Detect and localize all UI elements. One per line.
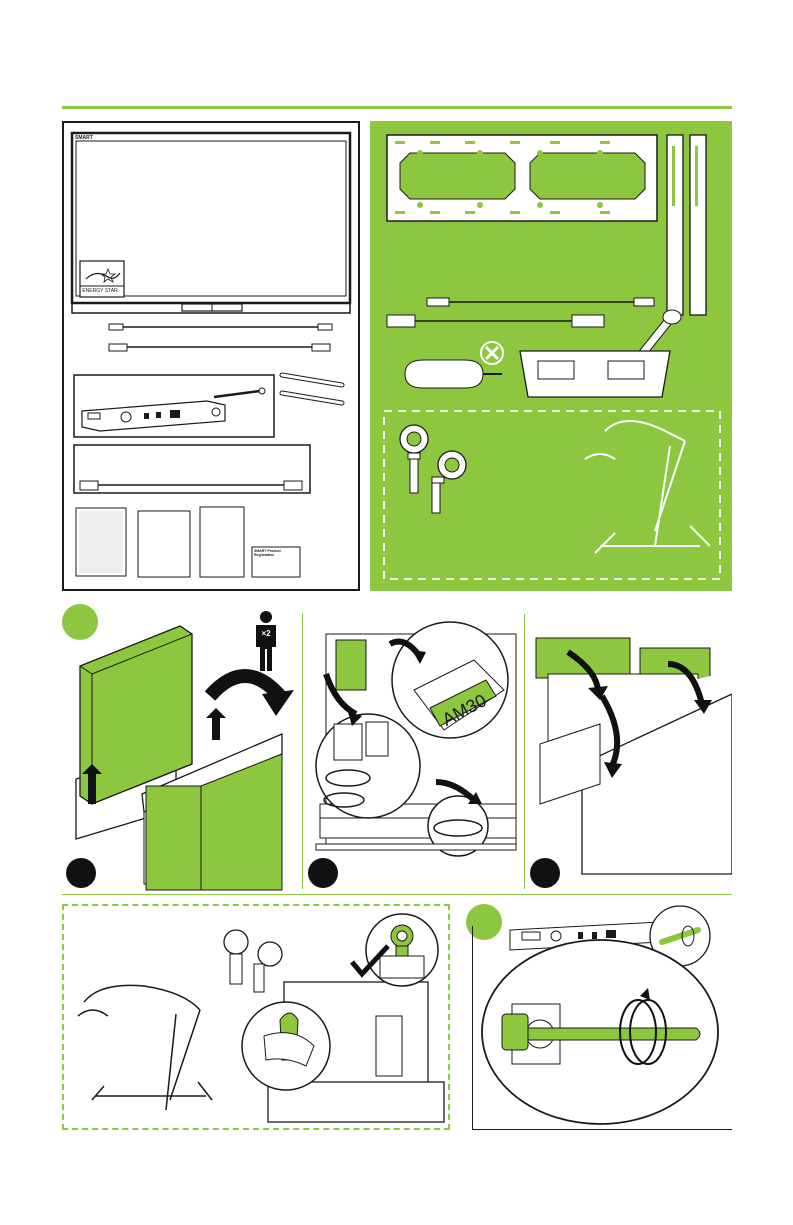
stylus-pens — [282, 375, 342, 403]
substep-badge-c — [530, 858, 560, 888]
eyebolt-pair-icon — [400, 425, 466, 513]
rotate-icon — [646, 1134, 647, 1135]
antenna — [214, 388, 265, 397]
eyebolt-install-illustration — [64, 906, 448, 1128]
check-icon — [350, 944, 390, 978]
remove-display-illustration — [528, 604, 732, 894]
person-count: ×2 — [256, 629, 276, 638]
step-accessories: AM30 — [306, 604, 524, 894]
spirit-level — [520, 351, 670, 397]
step-row-rule — [62, 894, 732, 895]
step-remove-display — [528, 604, 732, 894]
cable-long — [80, 481, 302, 490]
mount-brackets — [667, 135, 706, 315]
mount-cable-hdmi — [387, 315, 604, 327]
energy-star-label: ENERGY STAR — [78, 288, 122, 294]
antenna-attach-panel — [466, 904, 732, 1130]
substep-badge-a — [66, 858, 96, 888]
step-unboxing: ×2 — [62, 604, 302, 894]
lift-crane — [585, 421, 710, 553]
step-divider-2 — [524, 614, 525, 889]
mounting-kit-illustration — [370, 121, 732, 591]
eyebolt-install-panel — [62, 904, 450, 1130]
smart-logo: SMART — [75, 135, 93, 141]
accessories-illustration — [306, 604, 524, 894]
registration-card-label: SMART Product Registration — [254, 549, 298, 557]
substep-badge-b — [308, 858, 338, 888]
header-rule — [62, 106, 732, 109]
mounting-kit-panel — [370, 121, 732, 591]
screwdriver-tool — [405, 360, 502, 388]
mount-cable-usb — [427, 298, 654, 306]
person-icon — [246, 610, 286, 674]
box-contents-panel: SMART ENERGY STAR SMART Product Registra… — [62, 121, 360, 591]
box-contents-illustration — [64, 123, 358, 589]
cable-usb — [109, 344, 330, 351]
step-divider-1 — [302, 614, 303, 889]
compute-module — [82, 401, 225, 431]
antenna-panel-border — [472, 926, 732, 1130]
x-mark-icon — [481, 342, 503, 364]
documents — [76, 507, 300, 577]
cable-hdmi — [109, 324, 332, 330]
